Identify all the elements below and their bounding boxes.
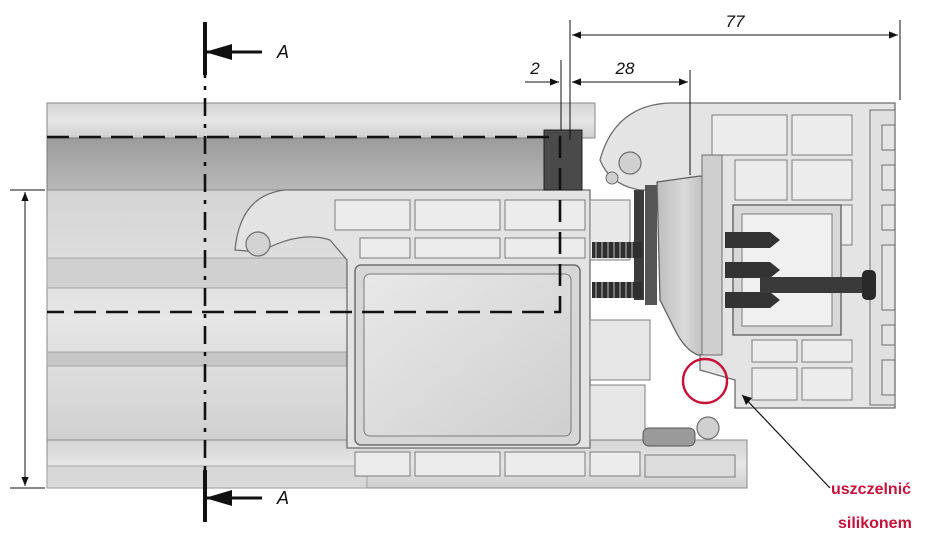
dimension-overall: [569, 20, 901, 140]
bottom-chambers: [354, 416, 736, 478]
glazing-unit: [543, 129, 723, 356]
seal-note-line2: silikonem: [838, 515, 912, 532]
dimension-gap-label: 2: [529, 59, 540, 78]
section-label-top: A: [276, 42, 289, 62]
hidden-lines: [47, 22, 562, 520]
dimension-height: [10, 189, 45, 489]
dimension-depth-label: 28: [615, 59, 635, 78]
sash-profile: [234, 189, 651, 449]
section-marker-top: A: [203, 22, 289, 75]
dimension-overall-label: 77: [726, 12, 745, 31]
silicone-seal-callout: [681, 357, 831, 489]
dimension-depth: [572, 70, 691, 175]
section-marker-bottom: A: [203, 470, 289, 522]
fixing-screws: [592, 232, 876, 308]
section-label-bottom: A: [276, 488, 289, 508]
seal-note-line1: uszczelnić: [831, 481, 911, 498]
